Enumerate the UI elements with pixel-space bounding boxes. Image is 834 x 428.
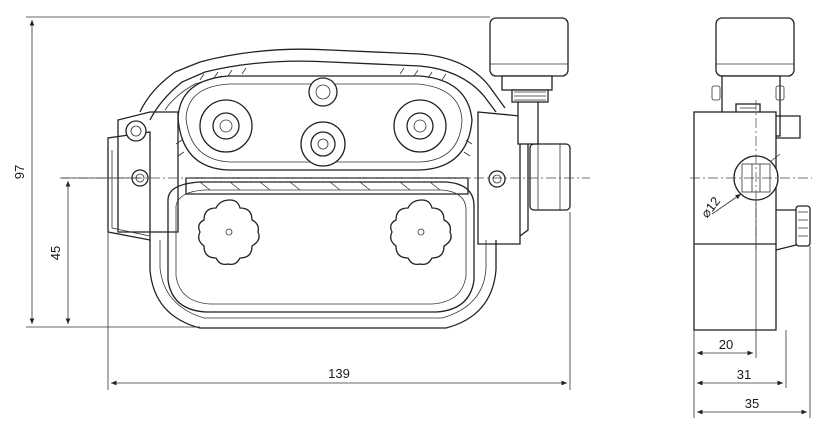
lower-knob-left — [198, 199, 260, 266]
dim-139: 139 — [328, 366, 350, 381]
connector-block — [529, 143, 571, 211]
front-view — [107, 17, 571, 329]
bolt-left-top-icon — [125, 120, 147, 142]
top-knob — [489, 17, 569, 77]
side-view — [690, 17, 812, 331]
side-knob — [715, 17, 795, 77]
bolt-right-mid-icon — [488, 170, 506, 188]
dim-20: 20 — [719, 337, 733, 352]
upper-roller-left — [199, 99, 253, 153]
dim-35: 35 — [745, 396, 759, 411]
upper-roller-right — [393, 99, 447, 153]
lower-knob-right — [390, 199, 452, 266]
dim-97: 97 — [12, 165, 27, 179]
dim-45: 45 — [48, 246, 63, 260]
upper-roller-center — [300, 121, 346, 167]
dimensions: 97 45 139 20 31 35 ⌀12 — [12, 16, 811, 418]
side-body — [693, 111, 777, 331]
dim-31: 31 — [737, 367, 751, 382]
top-screw-icon — [308, 77, 338, 107]
